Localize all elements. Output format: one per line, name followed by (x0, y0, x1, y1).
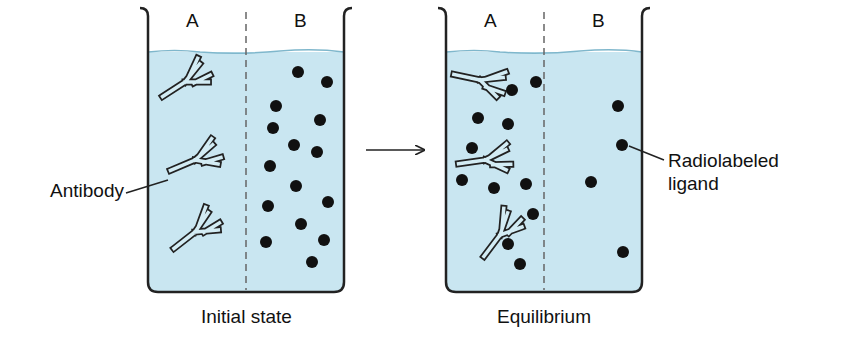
beaker (438, 8, 650, 292)
compartment-label: B (592, 10, 605, 32)
process-arrow (366, 149, 424, 151)
caption-text: Equilibrium (497, 306, 591, 328)
ligand-dots (260, 66, 629, 270)
compartment-label: B (294, 10, 307, 32)
part-label: Radiolabeled ligand (668, 150, 788, 196)
leader-line (126, 180, 168, 193)
antibody-symbol (154, 53, 525, 258)
leader-line (629, 146, 664, 160)
compartment-label: A (484, 10, 497, 32)
beaker (140, 8, 352, 292)
beaker-node: A B Initial state (140, 0, 352, 339)
part-label: Antibody (10, 180, 124, 203)
beaker-node: A B Equilibrium (438, 0, 650, 339)
compartment-label: A (186, 10, 199, 32)
caption-text: Initial state (201, 306, 292, 328)
